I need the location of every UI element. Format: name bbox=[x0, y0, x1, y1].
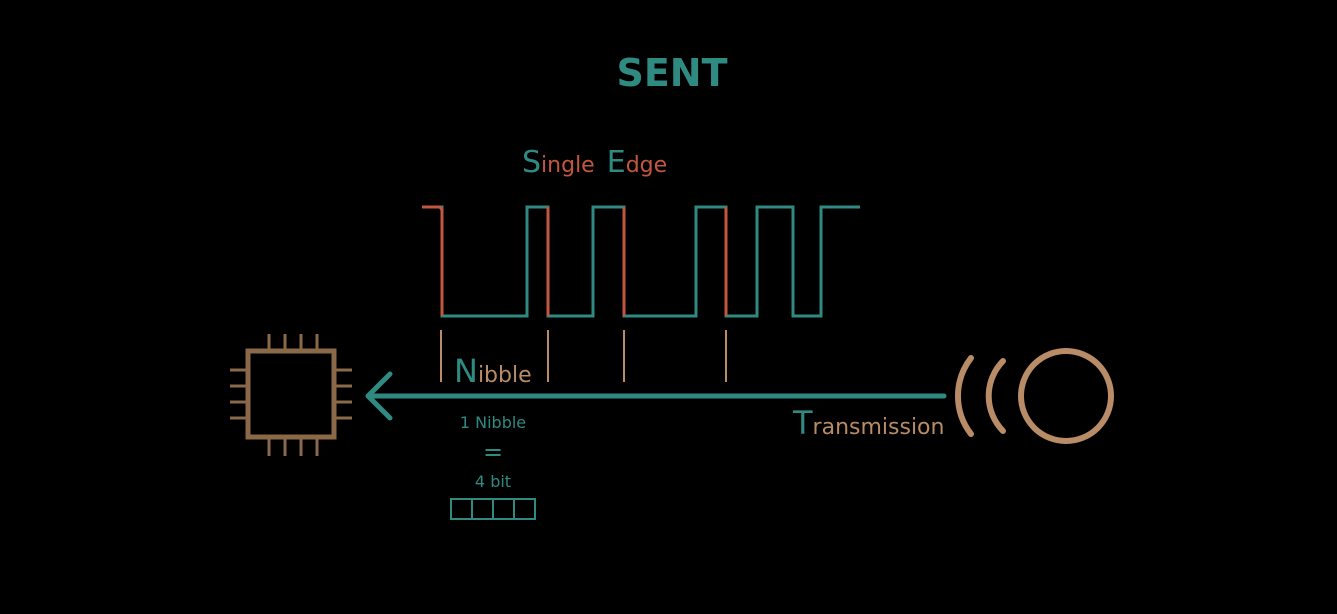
nibble-definition-line1: 1 Nibble bbox=[460, 413, 526, 432]
bit-box bbox=[513, 498, 536, 520]
falling-edges bbox=[422, 205, 728, 316]
bit-boxes bbox=[450, 498, 536, 520]
subtitle-single-initial: S bbox=[522, 145, 541, 180]
title: SENT bbox=[616, 51, 727, 95]
nibble-label-rest: ibble bbox=[478, 363, 532, 388]
transmission-label-rest: ransmission bbox=[813, 415, 945, 440]
transmission-label: Transmission bbox=[792, 404, 944, 442]
chip-icon bbox=[230, 334, 352, 456]
nibble-definition-line3: 4 bit bbox=[475, 472, 511, 491]
subtitle-edge-rest: dge bbox=[626, 153, 667, 178]
transmission-label-initial: T bbox=[792, 404, 813, 442]
nibble-label-initial: N bbox=[454, 352, 478, 390]
bit-box bbox=[492, 498, 515, 520]
sent-waveform bbox=[440, 205, 860, 318]
arrow-left-icon bbox=[365, 371, 947, 421]
falling-edge bbox=[422, 205, 444, 316]
subtitle: Single Edge bbox=[522, 145, 667, 180]
subtitle-single-rest: ingle bbox=[541, 153, 595, 178]
subtitle-edge-initial: E bbox=[607, 145, 626, 180]
bit-box bbox=[450, 498, 473, 520]
sensor-wave-icon bbox=[955, 348, 1114, 444]
nibble-markers bbox=[440, 330, 727, 382]
bit-box bbox=[471, 498, 494, 520]
nibble-definition-equals: = bbox=[483, 438, 503, 466]
nibble-label: Nibble bbox=[454, 352, 532, 390]
